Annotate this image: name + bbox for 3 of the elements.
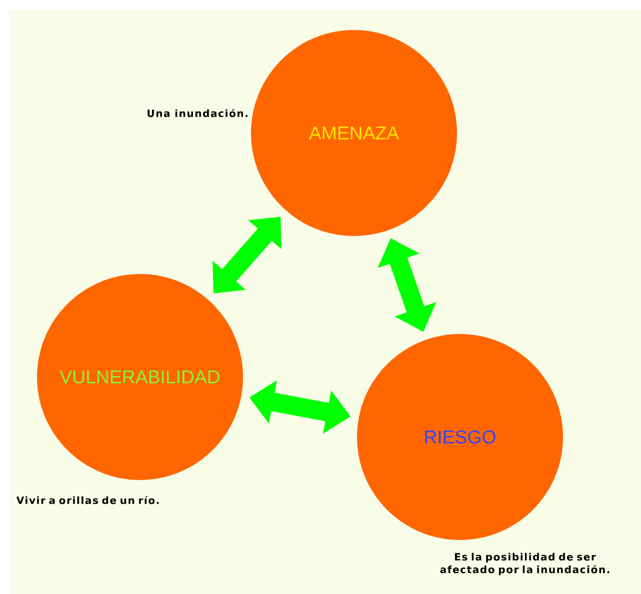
caption-text: Es la posibilidad de ser afectado por la inundación.: [440, 552, 610, 576]
caption-text: Una inundación.: [148, 108, 248, 118]
caption-text: Vivir a orillas de un río.: [16, 496, 159, 504]
